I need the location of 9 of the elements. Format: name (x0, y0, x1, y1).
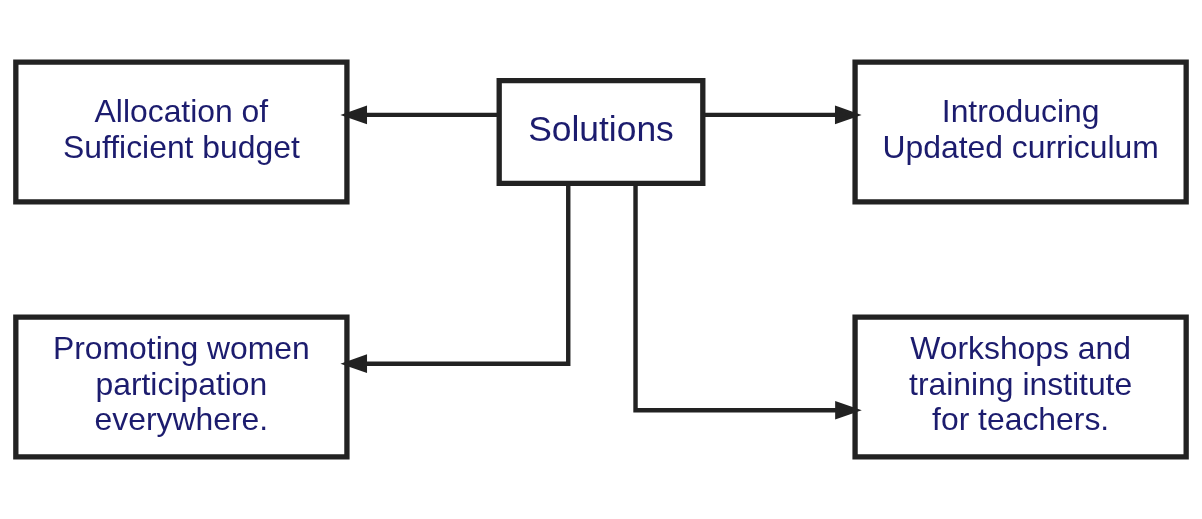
node-box: Introducing Updated curriculum (852, 59, 1189, 205)
node-box: Workshops and training institute for teachers. (852, 314, 1189, 460)
arrow (633, 183, 862, 420)
arrow (340, 183, 571, 373)
arrow (340, 105, 499, 125)
node-box: Solutions (496, 78, 706, 187)
arrow (703, 105, 862, 125)
node-box: Promoting women participation everywhere. (13, 314, 350, 460)
node-box: Allocation of Sufficient budget (13, 59, 350, 205)
